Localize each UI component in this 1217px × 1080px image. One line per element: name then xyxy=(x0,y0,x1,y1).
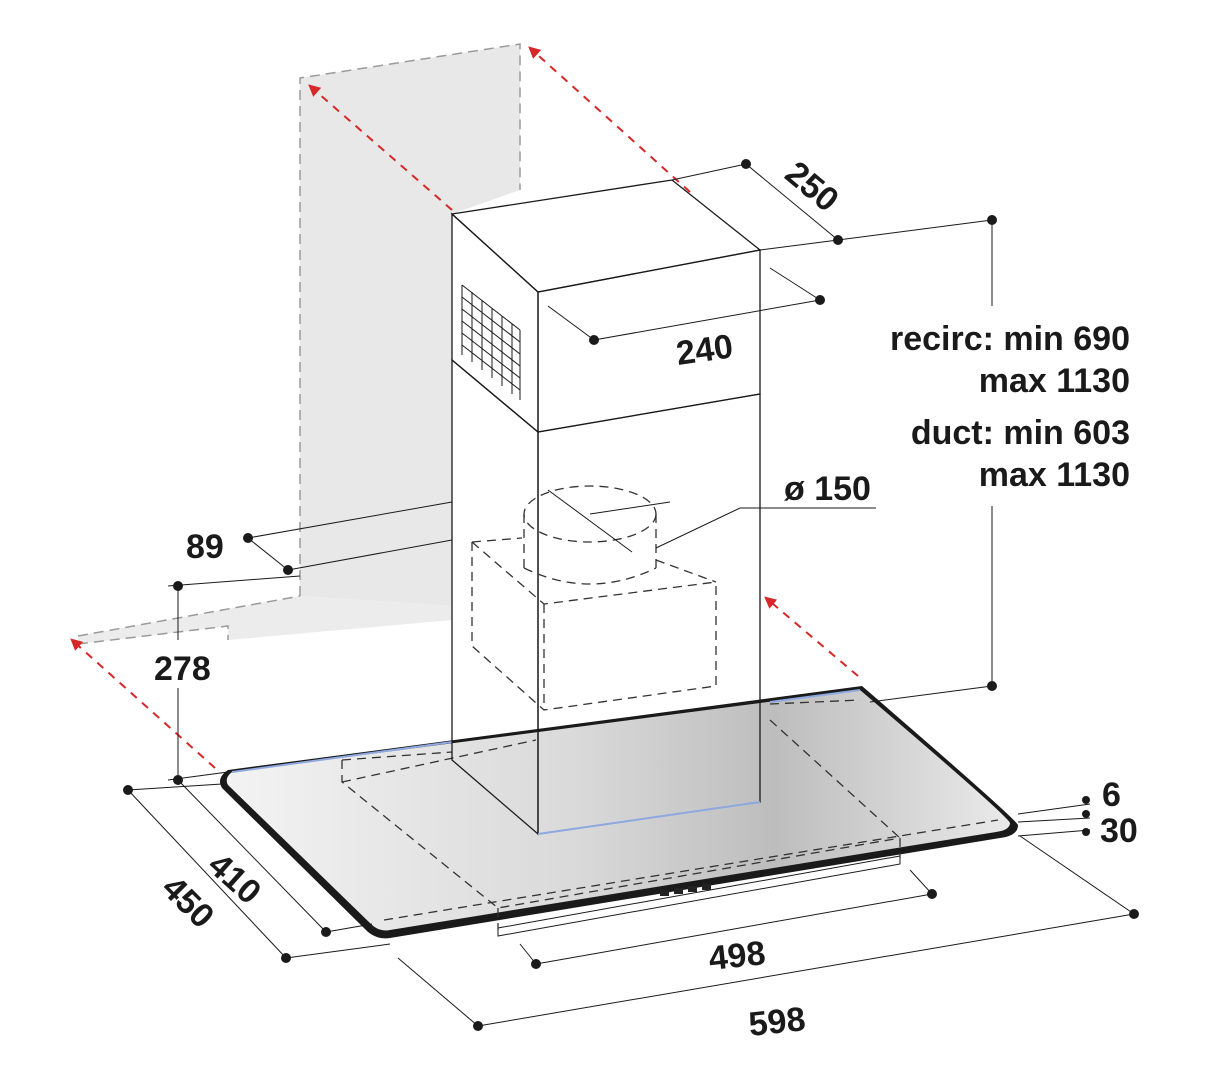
arrow-right-top xyxy=(528,46,691,193)
label-frame-thickness: 30 xyxy=(1100,812,1138,850)
label-height-duct: duct: min 603 xyxy=(911,414,1130,452)
glass-canopy xyxy=(220,686,1018,939)
arrow-left-top xyxy=(308,84,453,211)
label-height-recirc: recirc: min 690 xyxy=(890,320,1130,358)
arrow-right-bottom xyxy=(764,596,859,677)
dimension-lines xyxy=(123,159,1139,1031)
label-outer-width: 598 xyxy=(747,1000,807,1044)
arrow-left-bottom xyxy=(70,638,216,769)
label-height-duct-max: max 1130 xyxy=(979,456,1130,494)
wall-panel xyxy=(77,43,521,645)
vent-grille-icon xyxy=(461,284,521,400)
label-outlet-diameter: ø 150 xyxy=(784,470,871,508)
label-height-recirc-max: max 1130 xyxy=(979,362,1130,400)
label-wall-offset: 89 xyxy=(186,528,224,566)
label-body-height: 278 xyxy=(154,650,211,688)
installation-arrows xyxy=(70,46,859,769)
label-glass-thickness: 6 xyxy=(1102,776,1121,814)
chimney xyxy=(450,179,762,836)
motor-outline xyxy=(471,485,717,711)
label-chimney-depth: 250 xyxy=(778,154,846,220)
label-chimney-width: 240 xyxy=(674,327,735,373)
label-inner-width: 498 xyxy=(707,934,767,978)
